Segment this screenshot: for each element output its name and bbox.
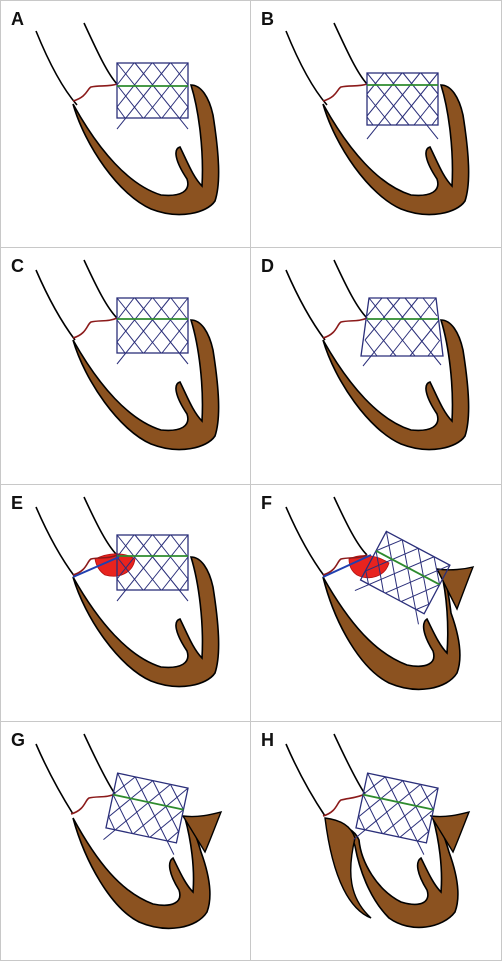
heart-diagram xyxy=(35,733,223,930)
native-leaflet xyxy=(322,83,368,102)
stent-frame xyxy=(366,72,439,126)
stent-tilted xyxy=(103,772,189,855)
native-leaflet xyxy=(322,317,368,339)
aortic-wall-right xyxy=(333,496,368,556)
aortic-wall-right xyxy=(333,733,366,795)
aortic-wall-right xyxy=(83,259,118,319)
heart-diagram xyxy=(285,259,470,451)
native-leaflet xyxy=(72,83,118,102)
stent-frame xyxy=(116,62,189,119)
native-leaflet xyxy=(322,554,368,576)
panel-label: G xyxy=(11,730,26,750)
annulus-line xyxy=(112,793,184,811)
overlap-region xyxy=(348,555,390,579)
stent-tilted xyxy=(353,772,439,855)
heart-diagram xyxy=(35,259,220,451)
panel-d: D xyxy=(251,248,501,485)
stent-mesh xyxy=(116,534,189,602)
native-leaflet xyxy=(70,793,116,815)
panel-label: H xyxy=(261,730,274,750)
panel-label: A xyxy=(11,9,24,29)
stent-frame xyxy=(116,297,189,354)
aortic-wall-right xyxy=(333,259,368,319)
aortic-wall-left xyxy=(285,506,326,578)
annulus-line xyxy=(375,550,441,586)
aortic-wall-left xyxy=(35,743,74,815)
native-leaflet xyxy=(322,793,366,817)
panel-label: C xyxy=(11,256,24,276)
myocardium-septum-bulge xyxy=(435,565,475,611)
myocardium xyxy=(72,84,220,216)
aortic-wall-left xyxy=(35,269,76,341)
aortic-wall-left xyxy=(285,30,328,106)
heart-diagram xyxy=(285,22,470,216)
panel-a: A xyxy=(1,1,251,248)
aortic-wall-right xyxy=(83,496,118,556)
myocardium-septum-bulge xyxy=(181,810,223,854)
myocardium xyxy=(322,319,470,451)
panel-label: D xyxy=(261,256,274,276)
aortic-wall-left xyxy=(285,269,326,341)
heart-diagram xyxy=(35,22,220,216)
myocardium-upper-wall xyxy=(324,817,372,919)
myocardium-septum-bulge xyxy=(429,810,471,854)
stent-mesh xyxy=(116,62,189,130)
overlap-region xyxy=(94,553,136,577)
stent-mesh xyxy=(366,72,439,140)
panel-g: G xyxy=(1,722,251,960)
stent-mesh xyxy=(116,297,189,365)
myocardium xyxy=(72,556,220,688)
aortic-wall-right xyxy=(83,22,118,85)
panel-h: H xyxy=(251,722,501,960)
chord-line xyxy=(72,556,120,578)
panel-e: E xyxy=(1,485,251,722)
native-leaflet xyxy=(72,317,118,339)
myocardium xyxy=(72,815,211,930)
stent-frame xyxy=(116,534,189,591)
heart-diagram xyxy=(285,496,475,691)
panel-f: F xyxy=(251,485,501,722)
annulus-line xyxy=(362,793,434,811)
panel-label: E xyxy=(11,493,24,513)
stent-tilted xyxy=(354,530,451,625)
heart-diagram xyxy=(35,496,220,688)
myocardium xyxy=(72,319,220,451)
aortic-wall-right xyxy=(83,733,116,795)
aortic-wall-right xyxy=(333,22,368,85)
chord-line xyxy=(322,554,372,578)
myocardium xyxy=(326,815,459,929)
myocardium xyxy=(322,84,470,216)
myocardium xyxy=(322,570,461,691)
aortic-wall-left xyxy=(35,506,76,578)
panel-b: B xyxy=(251,1,501,248)
panel-label: B xyxy=(261,9,274,29)
aortic-wall-left xyxy=(35,30,78,106)
panel-label: F xyxy=(261,493,272,513)
native-leaflet xyxy=(72,554,118,576)
stent-frame-flared xyxy=(360,297,444,357)
panel-c: C xyxy=(1,248,251,485)
heart-diagram xyxy=(285,733,471,929)
aortic-wall-left xyxy=(285,743,326,817)
